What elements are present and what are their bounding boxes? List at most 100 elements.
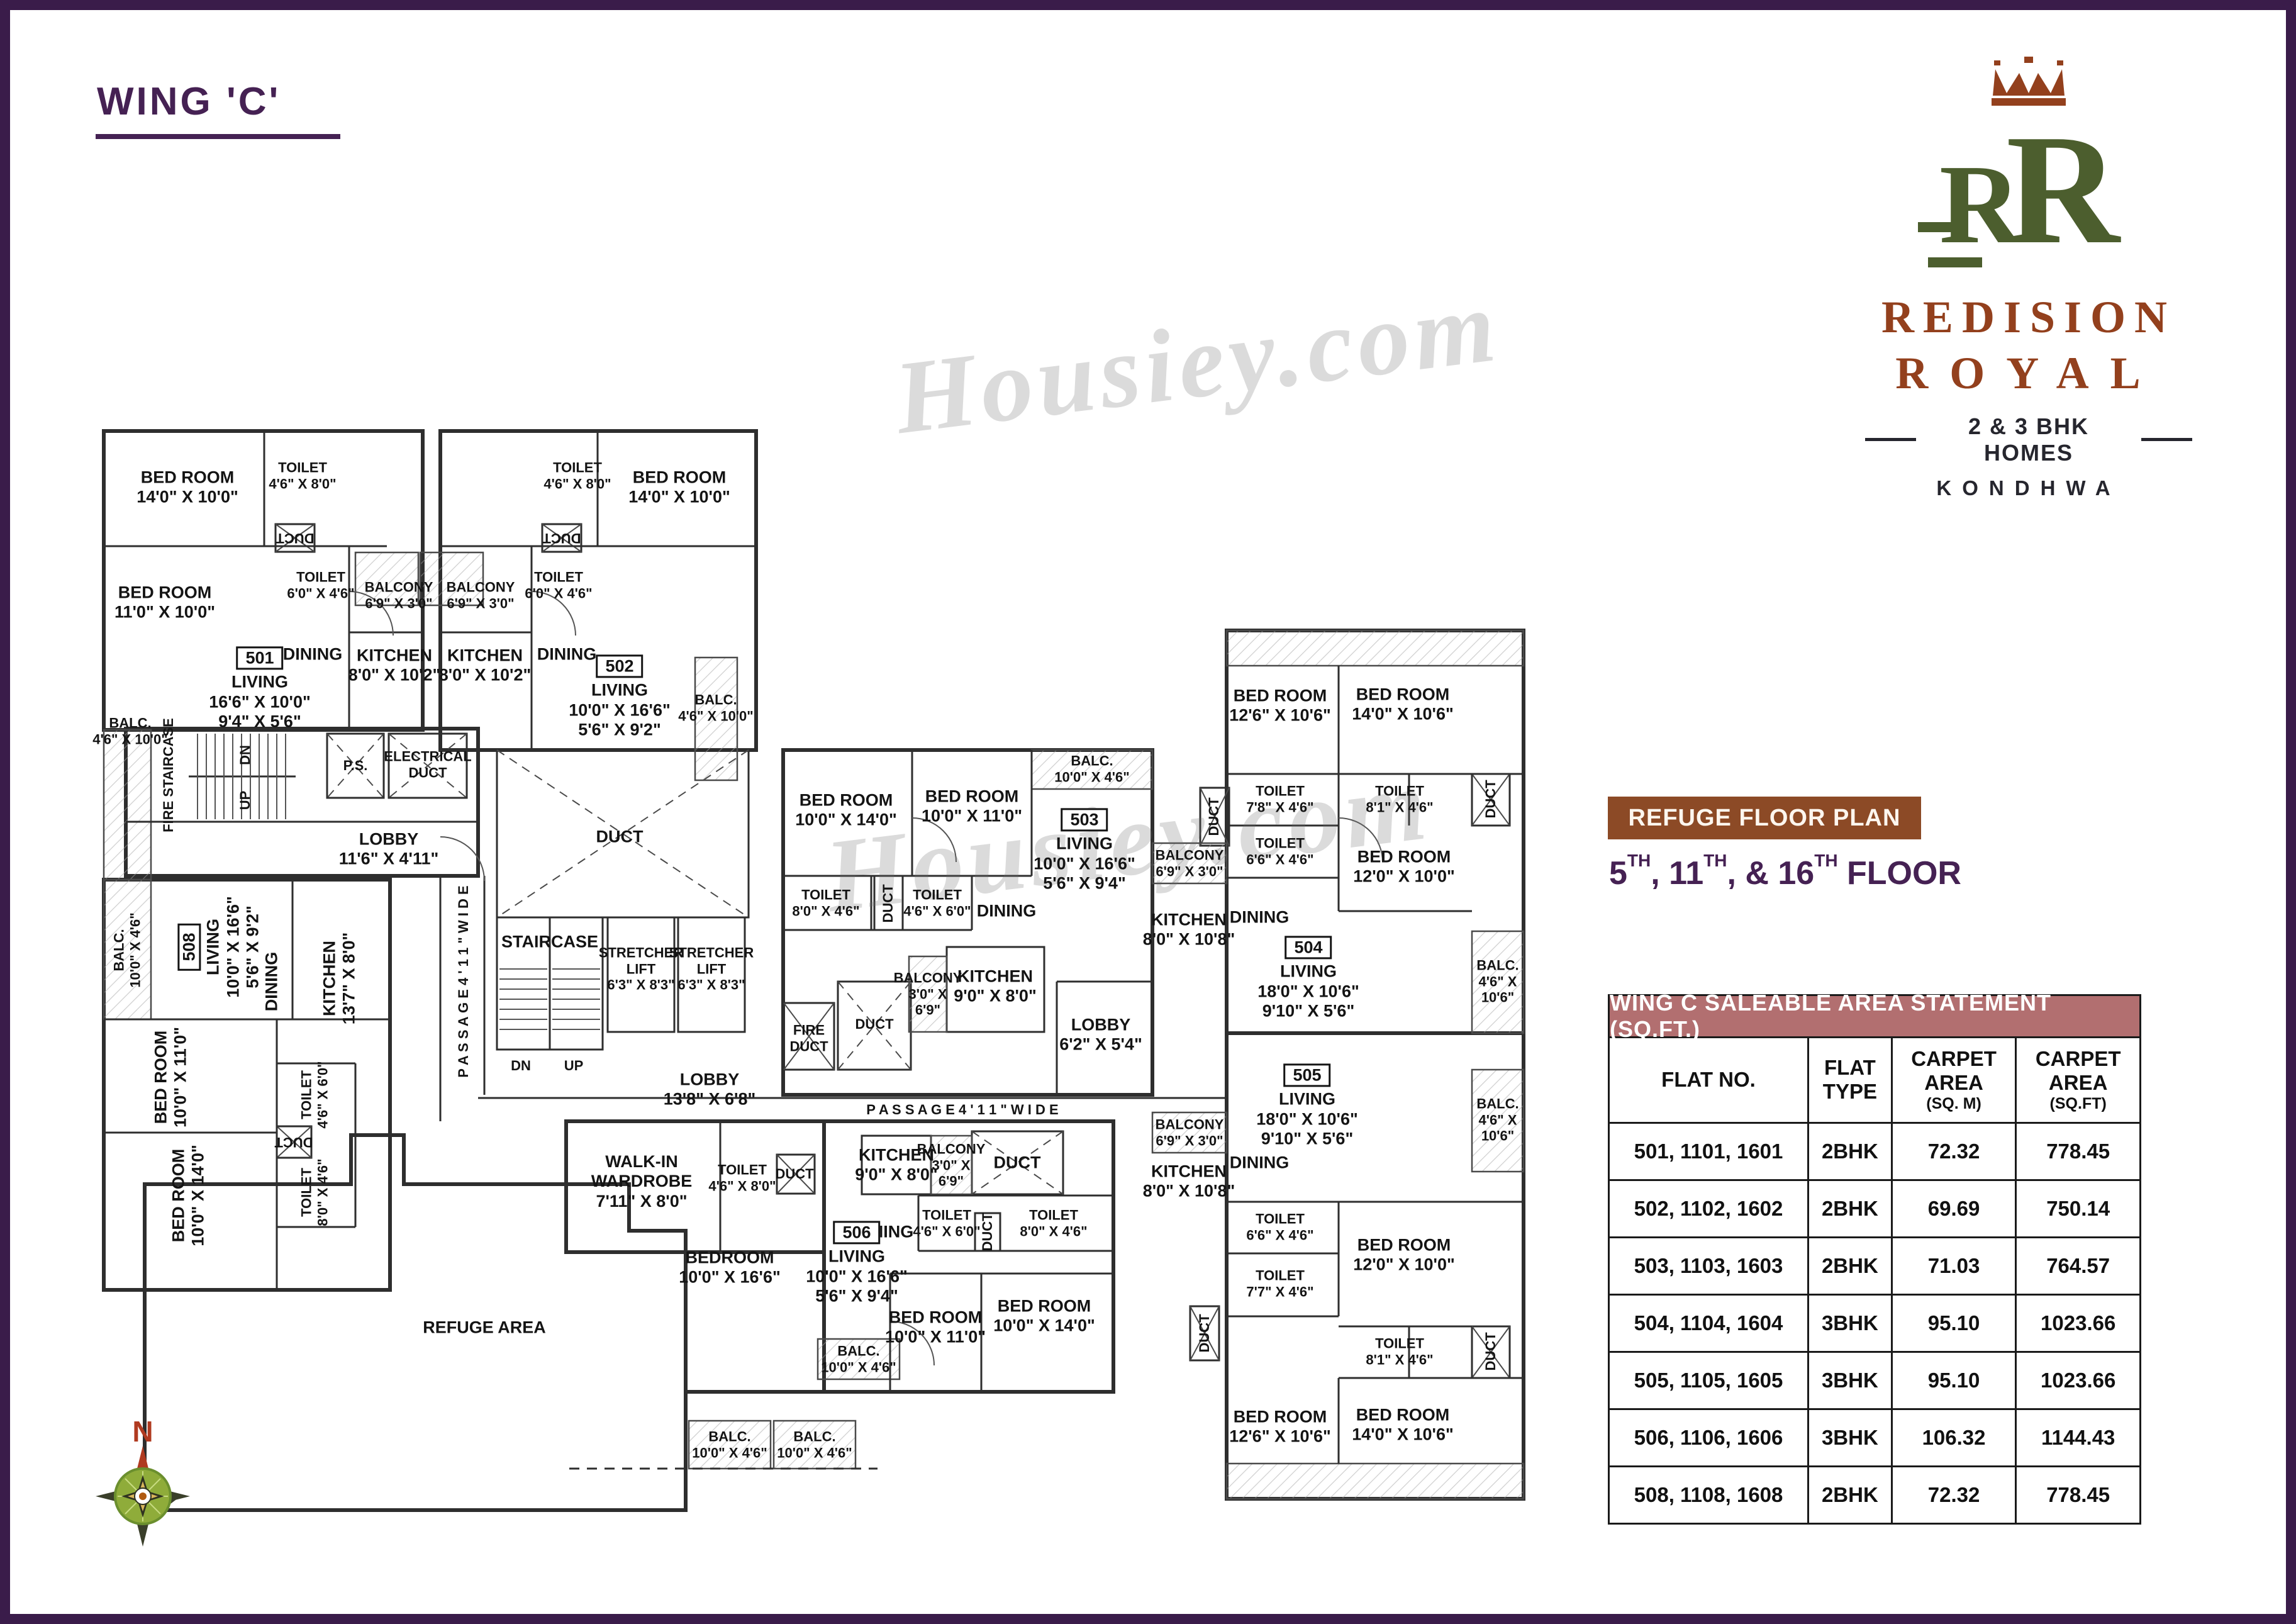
room-label-line: 3'0" X [908, 986, 947, 1002]
room-label-line: TOILET [1256, 1267, 1305, 1284]
room-label-line: 9'10" X 5'6" [1262, 1001, 1355, 1021]
room-label-line: 6'9" [938, 1173, 964, 1189]
room-wall [677, 916, 746, 1033]
room-label: BALC.10'0" X 4'6" [111, 912, 143, 987]
room-label: UP [237, 791, 254, 810]
room-label: DUCT [775, 1166, 813, 1182]
room-label-line: BED ROOM [799, 790, 893, 810]
room-label-line: KITCHEN [1151, 910, 1227, 929]
table-cell: 505, 1105, 1605 [1607, 1350, 1810, 1410]
floors-label: 5TH, 11TH, & 16TH FLOOR [1609, 851, 1961, 892]
room-label-line: BALC. [793, 1428, 836, 1445]
room-label: BALC.10'0" X 4'6" [692, 1428, 767, 1460]
room-label-line: DINING [282, 644, 343, 664]
room-label-line: DUCT [1206, 797, 1222, 836]
floors-label-part: 5 [1609, 855, 1627, 892]
room-label-line: TOILET [298, 1070, 315, 1119]
duct-cross [1471, 1326, 1510, 1379]
room-label-line: BED ROOM [925, 787, 1019, 806]
floors-label-part: , [1651, 855, 1669, 892]
room-label-line: DN [237, 745, 254, 765]
table-cell: 1023.66 [2015, 1293, 2141, 1353]
table-cell: 3BHK [1807, 1350, 1893, 1410]
room-label-line: 18'0" X 10'6" [1256, 1109, 1358, 1128]
brand-location: KONDHWA [1936, 476, 2121, 500]
table-cell: 95.10 [1890, 1293, 2017, 1353]
room-label-line: LIVING [1278, 1089, 1335, 1109]
table-cell: 69.69 [1890, 1179, 2017, 1238]
door-arc [348, 591, 394, 636]
north-compass: N [96, 1417, 190, 1550]
table-cell: 778.45 [2015, 1121, 2141, 1181]
room-label-line: DN [511, 1058, 531, 1074]
room-label-line: DUCT [542, 530, 581, 546]
room-label-line: TOILET [1256, 835, 1305, 851]
room-label-line: 7'11" X 8'0" [596, 1191, 688, 1211]
duct-cross [1190, 1306, 1220, 1361]
room-label-line: 14'0" X 10'0" [137, 488, 238, 507]
balcony-hatch [694, 656, 738, 781]
room-label-line: 18'0" X 10'6" [1257, 982, 1359, 1000]
room-label-line: 8'0" X 4'6" [1020, 1223, 1088, 1239]
room-label-line: LIVING [231, 672, 288, 692]
room-label-line: 12'0" X 10'0" [1353, 1255, 1455, 1274]
room-label-line: UP [564, 1058, 584, 1074]
balcony-hatch [1151, 1111, 1228, 1154]
door-arc [1338, 817, 1383, 863]
room-label-line: DUCT [775, 1166, 814, 1182]
brand-logo: R R REDISION ROYAL 2 & 3 BHK HOMES KONDH… [1865, 57, 2192, 500]
room-label: DINING [1230, 907, 1290, 927]
balcony-hatch [816, 1338, 901, 1380]
room-label-line: 6'0" X 4'6" [287, 585, 355, 601]
room-label-line: TOILET [1256, 1211, 1305, 1227]
duct-cross [1471, 773, 1510, 826]
room-label-line: 4'6" X 8'0" [543, 476, 611, 491]
duct-cross [783, 1002, 835, 1070]
floors-label-part: TH [1627, 851, 1651, 870]
room-label-line: 4'6" X 10'0" [92, 731, 168, 747]
room-label-line: 10'0" X 16'6" [679, 1268, 781, 1287]
room-label-line: 8'0" X 4'6" [315, 1158, 330, 1226]
room-label: P A S S A G E 4 ' 1 1 " W I D E [455, 885, 472, 1077]
table-cell: 1144.43 [2015, 1408, 2141, 1467]
room-label: DUCT [1206, 797, 1222, 836]
room-label-line: TOILET [718, 1162, 767, 1178]
room-label-line: BED ROOM [151, 1030, 170, 1124]
room-label-line: FIRE STAIRCASE [160, 718, 177, 832]
room-label: DUCT [596, 827, 644, 846]
table-column-header: FLAT NO. [1607, 1036, 1810, 1124]
room-label-line: 8'1" X 4'6" [1366, 799, 1434, 815]
room-label-line: P A S S A G E 4 ' 1 1 " W I D E [455, 885, 472, 1078]
table-cell: 1023.66 [2015, 1350, 2141, 1410]
table-title: WING C SALEABLE AREA STATEMENT (SQ.FT.) [1608, 990, 2141, 1042]
room-wall [606, 916, 676, 1033]
table-cell: 750.14 [2015, 1179, 2141, 1238]
room-label-line: 4'6" X 6'0" [913, 1223, 981, 1239]
brand-monogram: R R [1865, 111, 2192, 291]
room-label-line: 7'8" X 4'6" [1246, 799, 1314, 815]
balcony-hatch [1471, 930, 1525, 1034]
room-label-line: 5'6" X 9'4" [815, 1286, 898, 1306]
room-label-line: 4'6" X 8'0" [708, 1178, 776, 1194]
room-label-line: 10'0" X 4'6" [777, 1445, 852, 1460]
room-label: BALC.10'0" X 4'6" [1054, 753, 1129, 785]
room-label-line: STRETCHER [598, 944, 684, 961]
monogram-bar [1918, 222, 1956, 232]
